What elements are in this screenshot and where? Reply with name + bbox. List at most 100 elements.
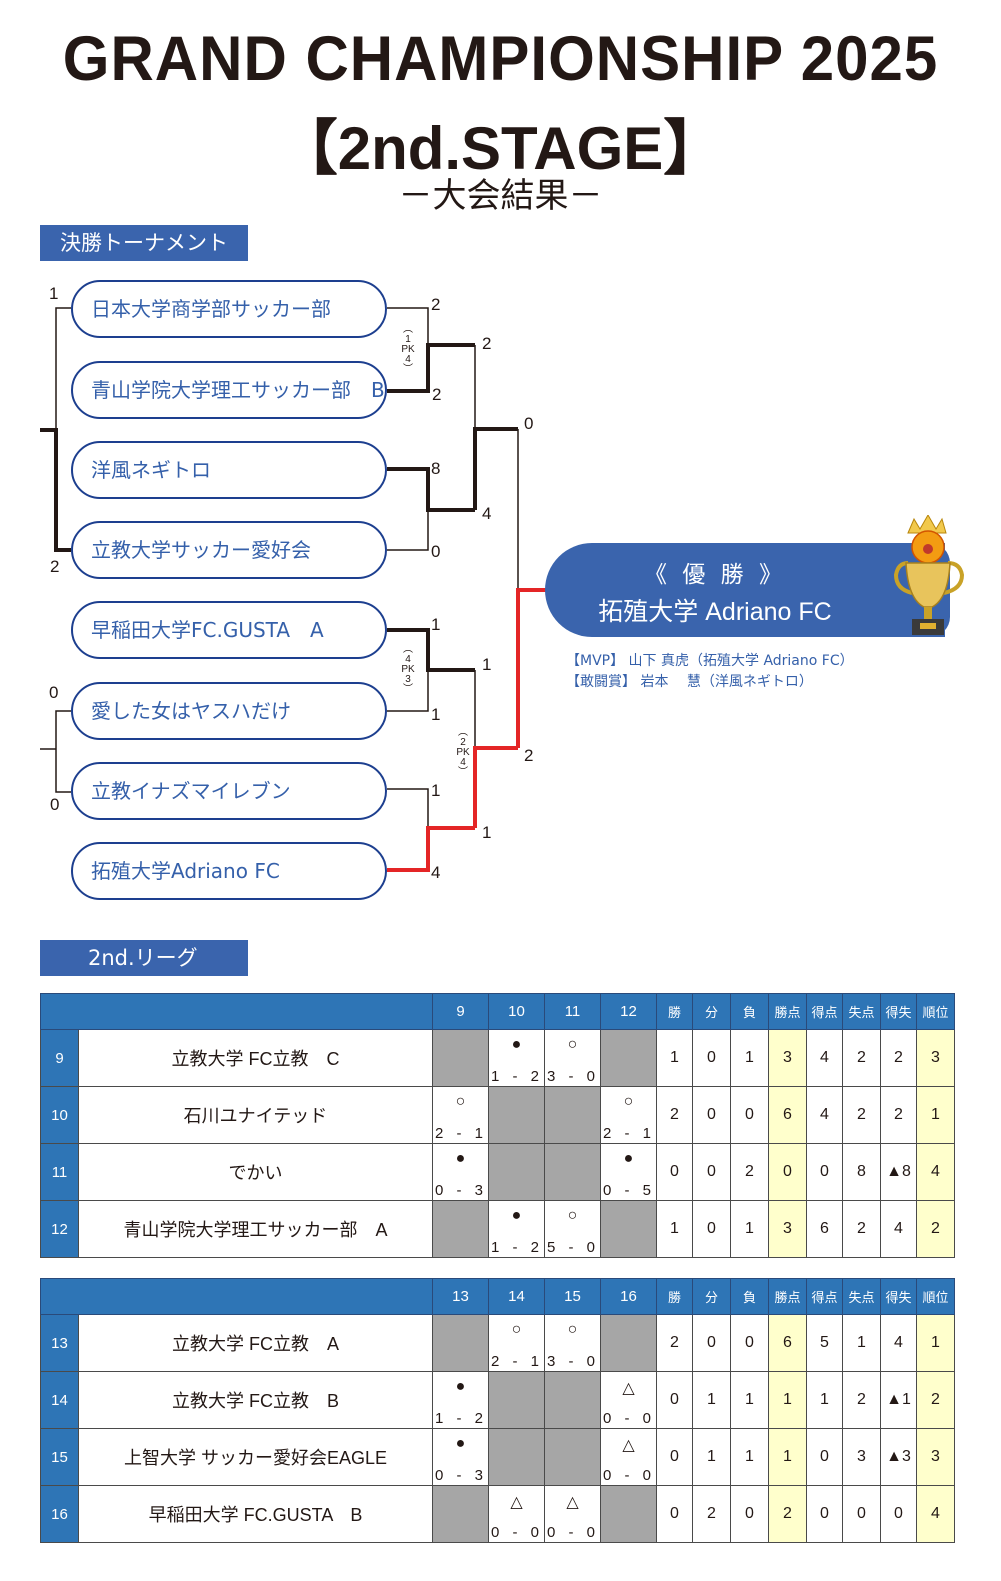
result-score: 0 - 0 [603, 1410, 654, 1427]
header-blank [40, 993, 433, 1030]
result-score: 0 - 0 [491, 1524, 542, 1541]
stat-cell: 0 [842, 1485, 881, 1543]
stat-cell: 0 [806, 1428, 843, 1486]
score-label: 1 [49, 284, 59, 303]
team-name: 石川ユナイテッド [78, 1086, 433, 1144]
stat-cell: 1 [730, 1200, 769, 1258]
result-mark: ○ [455, 1093, 466, 1110]
stat-cell: 1 [730, 1428, 769, 1486]
league-section-label: 2nd.リーグ [40, 940, 248, 976]
result-cell: ○ 2 - 1 [432, 1086, 489, 1144]
stat-cell: 1 [656, 1029, 693, 1087]
page-subtitle: －大会結果－ [398, 176, 603, 216]
result-cell-empty [432, 1200, 489, 1258]
bracket-left-top [40, 307, 71, 552]
result-mark: ○ [567, 1321, 578, 1338]
stat-cell: 4 [880, 1314, 917, 1372]
result-cell: △ 0 - 0 [488, 1485, 545, 1543]
stat-column-header: 得失 [880, 993, 917, 1030]
stat-cell: 1 [916, 1086, 955, 1144]
result-cell: △0 - 0 [600, 1428, 657, 1486]
stat-cell: 4 [806, 1086, 843, 1144]
result-score: 2 - 1 [491, 1353, 542, 1370]
stat-cell: 1 [806, 1371, 843, 1429]
stat-cell: 3 [916, 1029, 955, 1087]
tournament-bracket [40, 307, 550, 872]
stat-cell: 2 [842, 1200, 881, 1258]
fighting-spirit-award: 【敢闘賞】 岩本 慧（洋風ネギトロ） [566, 674, 813, 690]
stat-cell: 0 [806, 1143, 843, 1201]
stat-cell: 1 [768, 1428, 807, 1486]
result-cell: ○2 - 1 [600, 1086, 657, 1144]
result-mark: ● [455, 1435, 466, 1452]
result-cell-empty [544, 1428, 601, 1486]
stat-cell: 4 [916, 1143, 955, 1201]
result-score: 1 - 2 [491, 1068, 542, 1085]
score-label: 1 [431, 615, 441, 634]
result-cell-empty [432, 1029, 489, 1087]
stat-cell: 0 [730, 1485, 769, 1543]
score-label: 0 [524, 414, 534, 433]
opponent-column-header: 12 [600, 993, 657, 1030]
stage-title: 【2nd.STAGE】 [277, 115, 724, 182]
result-score: 5 - 0 [547, 1239, 598, 1256]
stat-cell: 1 [768, 1371, 807, 1429]
stat-cell: 1 [692, 1371, 731, 1429]
stat-column-header: 得点 [806, 993, 843, 1030]
stat-cell: 0 [806, 1485, 843, 1543]
stat-cell: 0 [692, 1143, 731, 1201]
stat-cell: 2 [880, 1086, 917, 1144]
team-number: 15 [40, 1428, 79, 1486]
stat-cell: 2 [842, 1029, 881, 1087]
stat-column-header: 勝 [656, 1278, 693, 1315]
bracket-team-7: 立教イナズマイレブン [71, 762, 387, 820]
stat-cell: 3 [842, 1428, 881, 1486]
stat-cell: 0 [768, 1143, 807, 1201]
stat-column-header: 勝点 [768, 1278, 807, 1315]
result-cell-empty [600, 1314, 657, 1372]
stat-column-header: 勝 [656, 993, 693, 1030]
stat-cell: 0 [730, 1314, 769, 1372]
result-cell-empty [432, 1485, 489, 1543]
score-label: 1 [431, 781, 441, 800]
result-mark: △ [566, 1494, 579, 1511]
bracket-team-2: 青山学院大学理工サッカー部 B [71, 361, 387, 419]
stat-cell: 2 [842, 1086, 881, 1144]
stat-cell: ▲8 [880, 1143, 917, 1201]
result-score: 0 - 3 [435, 1182, 486, 1199]
stat-cell: 0 [880, 1485, 917, 1543]
score-label: 0 [50, 795, 60, 814]
result-cell-empty [544, 1086, 601, 1144]
score-label: 1 [482, 655, 492, 674]
score-label: 2 [524, 746, 534, 765]
result-mark: ○ [567, 1036, 578, 1053]
result-score: 3 - 0 [547, 1068, 598, 1085]
stat-column-header: 得点 [806, 1278, 843, 1315]
team-name: 立教大学 FC立教 B [78, 1371, 433, 1429]
result-cell: ●1 - 2 [488, 1200, 545, 1258]
team-number: 10 [40, 1086, 79, 1144]
result-mark: △ [510, 1494, 523, 1511]
opponent-column-header: 11 [544, 993, 601, 1030]
stat-cell: ▲1 [880, 1371, 917, 1429]
result-cell: ○2 - 1 [488, 1314, 545, 1372]
stat-cell: 0 [656, 1371, 693, 1429]
header-blank [40, 1278, 433, 1315]
trophy-icon [893, 515, 965, 635]
result-score: 2 - 1 [435, 1125, 486, 1142]
result-score: 2 - 1 [603, 1125, 654, 1142]
bracket-r2-top [473, 345, 518, 510]
result-cell: ●0 - 3 [432, 1143, 489, 1201]
result-cell: ●1 - 2 [432, 1371, 489, 1429]
stat-cell: 6 [768, 1086, 807, 1144]
result-mark: △ [622, 1437, 635, 1454]
score-label: 2 [482, 334, 492, 353]
result-mark: ● [455, 1378, 466, 1395]
bracket-r1-m2 [387, 467, 475, 551]
